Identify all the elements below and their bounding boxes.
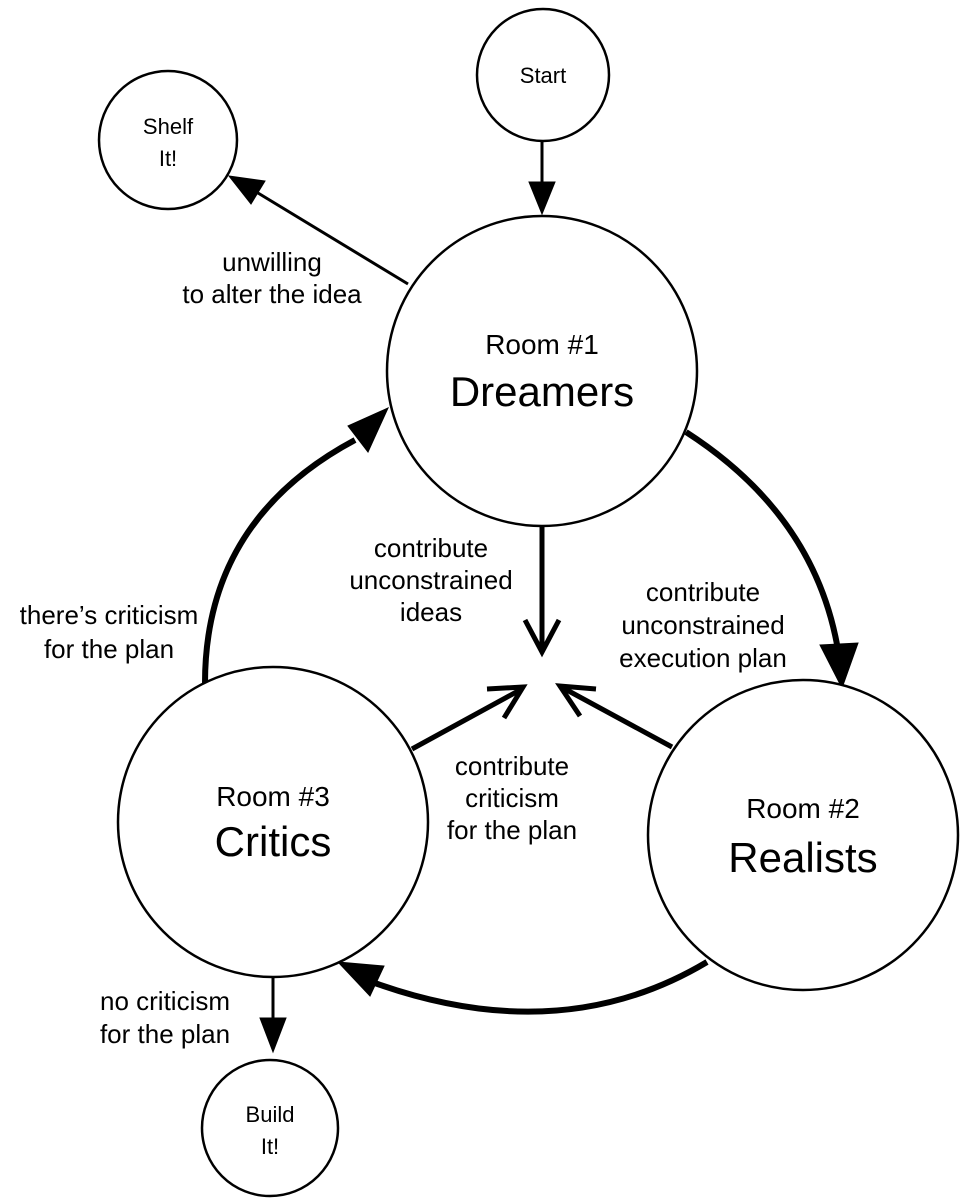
label-execution-line-1: contribute bbox=[646, 577, 760, 607]
room-3-name: Critics bbox=[215, 818, 332, 865]
label-criticism-line-1: contribute bbox=[455, 751, 569, 781]
node-shelf-label-line-1: Shelf bbox=[143, 114, 194, 139]
label-unwilling: unwilling to alter the idea bbox=[182, 247, 362, 309]
label-execution-line-2: unconstrained bbox=[621, 610, 784, 640]
label-there-criticism: there’s criticism for the plan bbox=[20, 600, 199, 664]
label-no-criticism-line-1: no criticism bbox=[100, 986, 230, 1016]
node-start-label: Start bbox=[520, 63, 566, 88]
node-shelf-it: Shelf It! bbox=[97, 69, 239, 211]
edge-critics-to-build bbox=[259, 978, 287, 1054]
node-build-label-line-1: Build bbox=[246, 1102, 295, 1127]
node-start: Start bbox=[475, 7, 611, 143]
edge-dreamers-to-center bbox=[522, 526, 562, 658]
label-contribute-criticism: contribute criticism for the plan bbox=[447, 751, 577, 845]
room-1-number: Room #1 bbox=[485, 329, 599, 360]
label-there-criticism-line-1: there’s criticism bbox=[20, 600, 199, 630]
edge-critics-to-dreamers bbox=[202, 407, 390, 684]
edge-realists-to-critics bbox=[336, 959, 709, 1015]
label-ideas-line-2: unconstrained bbox=[349, 565, 512, 595]
node-room-1-dreamers: Room #1 Dreamers bbox=[385, 214, 699, 528]
label-criticism-line-2: criticism bbox=[465, 783, 559, 813]
room-2-number: Room #2 bbox=[746, 793, 860, 824]
label-criticism-line-3: for the plan bbox=[447, 815, 577, 845]
node-shelf-label-line-2: It! bbox=[159, 146, 177, 171]
edge-dreamers-to-realists bbox=[684, 429, 859, 690]
label-unwilling-line-2: to alter the idea bbox=[182, 279, 362, 309]
label-execution-line-3: execution plan bbox=[619, 643, 787, 673]
node-build-label-line-2: It! bbox=[261, 1134, 279, 1159]
edge-critics-to-center bbox=[410, 684, 528, 752]
edge-dreamers-to-shelf bbox=[227, 175, 409, 286]
label-unwilling-line-1: unwilling bbox=[222, 247, 322, 277]
edge-realists-to-center bbox=[555, 683, 674, 750]
label-no-criticism-line-2: for the plan bbox=[100, 1019, 230, 1049]
label-ideas-line-3: ideas bbox=[400, 597, 462, 627]
label-ideas-line-1: contribute bbox=[374, 533, 488, 563]
room-1-name: Dreamers bbox=[450, 368, 634, 415]
node-room-2-realists: Room #2 Realists bbox=[646, 678, 960, 992]
room-3-number: Room #3 bbox=[216, 781, 330, 812]
node-build-it: Build It! bbox=[200, 1058, 340, 1198]
label-no-criticism: no criticism for the plan bbox=[100, 986, 230, 1049]
node-room-3-critics: Room #3 Critics bbox=[116, 665, 430, 979]
label-contribute-ideas: contribute unconstrained ideas bbox=[349, 533, 512, 627]
label-contribute-execution: contribute unconstrained execution plan bbox=[619, 577, 787, 673]
room-2-name: Realists bbox=[728, 834, 877, 881]
edge-start-to-dreamers bbox=[528, 141, 556, 216]
label-there-criticism-line-2: for the plan bbox=[44, 634, 174, 664]
